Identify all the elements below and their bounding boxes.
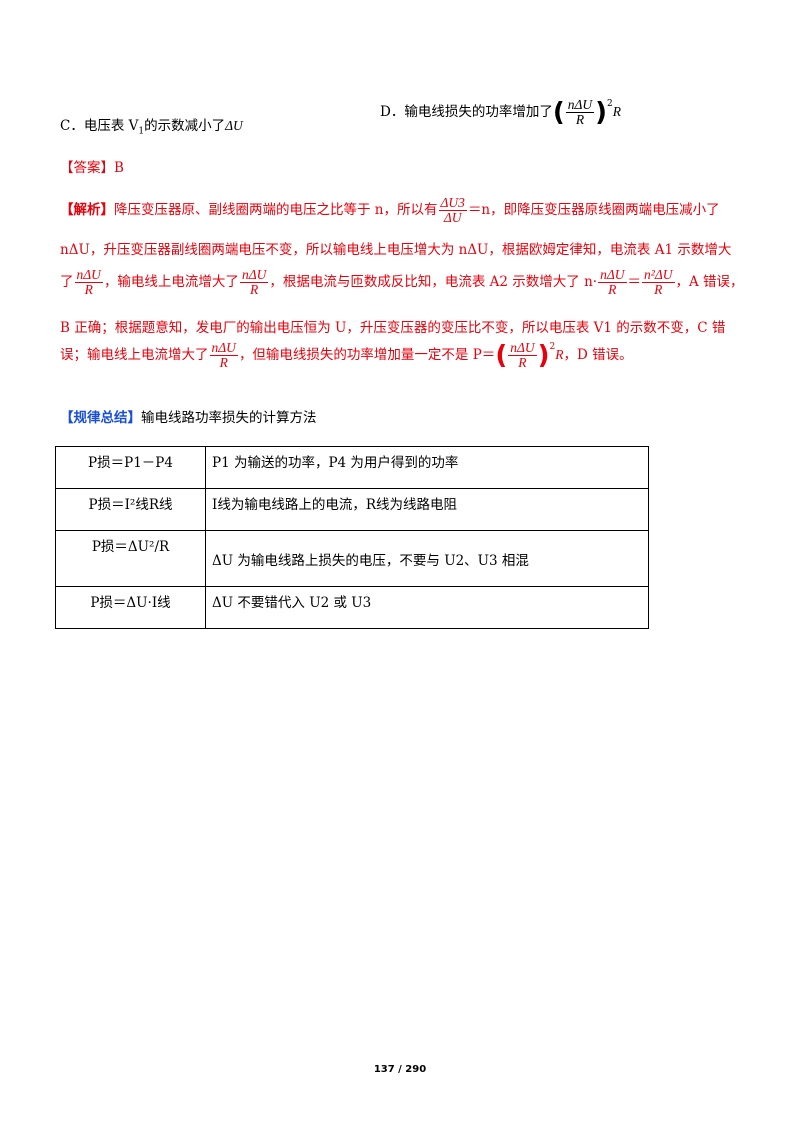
page-number: 137 / 290 <box>373 1064 427 1075</box>
description-cell: ΔU 为输电线路上损失的电压，不要与 U2、U3 相混 <box>205 530 649 587</box>
formula-cell: P损＝ΔU²/R <box>55 530 206 587</box>
analysis-line-4: B 正确；根据题意知，发电厂的输出电压恒为 U，升压变压器的变压比不变，所以电压… <box>60 320 726 336</box>
option-c-text: 的示数减小了 <box>144 118 226 134</box>
summary-title: 输电线路功率损失的计算方法 <box>141 410 317 426</box>
table-row: P损＝I²线R线 I线为输电线路上的电流，R线为线路电阻 <box>55 488 649 531</box>
summary-table: P损＝P1－P4 P1 为输送的功率，P4 为用户得到的功率 P损＝I²线R线 … <box>55 446 649 629</box>
option-c-du: ΔU <box>225 118 243 133</box>
option-c-label: C．电压表 V <box>60 118 139 134</box>
description-cell: I线为输电线路上的电流，R线为线路电阻 <box>205 488 649 531</box>
analysis-line-2: nΔU，升压变压器副线圈两端电压不变，所以输电线上电压增大为 nΔU，根据欧姆定… <box>60 242 732 258</box>
description-cell: ΔU 不要错代入 U2 或 U3 <box>205 586 649 629</box>
option-d-label: D．输电线损失的功率增加了 <box>380 104 553 121</box>
analysis-label: 【解析】 <box>60 202 114 219</box>
formula-cell: P损＝I²线R线 <box>55 488 206 531</box>
answer-line: 【答案】B <box>60 156 124 176</box>
table-row: P损＝ΔU·I线 ΔU 不要错代入 U2 或 U3 <box>55 586 649 629</box>
table-row: P损＝P1－P4 P1 为输送的功率，P4 为用户得到的功率 <box>55 446 649 489</box>
option-c: C．电压表 V1的示数减小了ΔU <box>60 118 243 137</box>
table-row: P损＝ΔU²/R ΔU 为输电线路上损失的电压，不要与 U2、U3 相混 <box>55 530 649 587</box>
description-cell: P1 为输送的功率，P4 为用户得到的功率 <box>205 446 649 489</box>
formula-cell: P损＝P1－P4 <box>55 446 206 489</box>
summary-heading: 【规律总结】输电线路功率损失的计算方法 <box>60 406 317 426</box>
answer-label: 【答案】B <box>60 160 124 176</box>
summary-label: 【规律总结】 <box>60 410 141 426</box>
formula-cell: P损＝ΔU·I线 <box>55 586 206 629</box>
